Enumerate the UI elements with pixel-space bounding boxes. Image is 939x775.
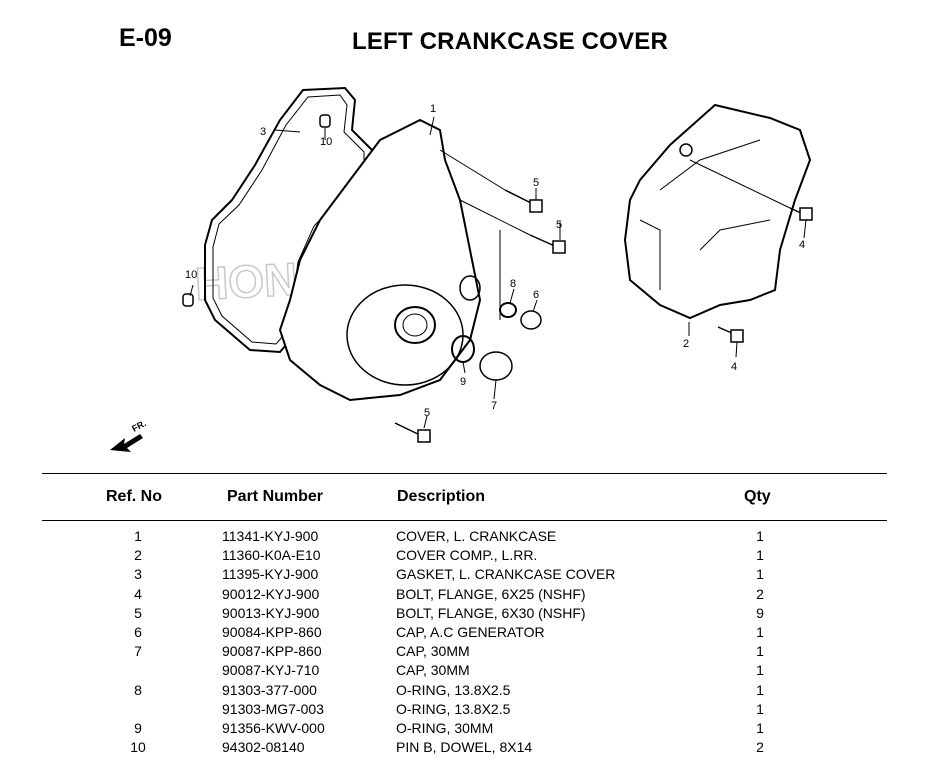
header-qty: Qty [744, 488, 771, 505]
table-row: 7 90087-KPP-860 CAP, 30MM 1 [0, 642, 939, 661]
header-description: Description [397, 488, 486, 505]
svg-text:1: 1 [430, 103, 436, 115]
ref-cell: 8 [134, 681, 142, 698]
svg-text:5: 5 [556, 219, 562, 231]
description-cell: O-RING, 30MM [396, 719, 494, 736]
table-row: 8 91303-377-000 O-RING, 13.8X2.5 1 [0, 681, 939, 700]
part-number-cell: 90012-KYJ-900 [222, 585, 320, 602]
qty-cell: 1 [756, 719, 764, 736]
description-cell: CAP, 30MM [396, 662, 470, 679]
ref-cell: 2 [134, 547, 142, 564]
description-cell: COVER COMP., L.RR. [396, 547, 538, 564]
ref-cell: 10 [130, 739, 146, 756]
description-cell: O-RING, 13.8X2.5 [396, 681, 511, 698]
description-cell: CAP, A.C GENERATOR [396, 623, 545, 640]
parts-table-body: 1 11341-KYJ-900 COVER, L. CRANKCASE 1 2 … [0, 527, 939, 757]
part-number-cell: 91356-KWV-000 [222, 719, 325, 736]
table-row: 1 11341-KYJ-900 COVER, L. CRANKCASE 1 [0, 527, 939, 546]
svg-text:4: 4 [799, 239, 805, 251]
description-cell: O-RING, 13.8X2.5 [396, 700, 511, 717]
qty-cell: 1 [756, 623, 764, 640]
svg-text:10: 10 [185, 269, 197, 281]
qty-cell: 1 [756, 566, 764, 583]
svg-text:10: 10 [320, 136, 332, 148]
svg-text:9: 9 [460, 376, 466, 388]
header-part-number: Part Number [227, 488, 324, 505]
qty-cell: 1 [756, 662, 764, 679]
table-top-rule [42, 473, 887, 474]
part-number-cell: 90087-KPP-860 [222, 643, 322, 660]
ref-cell: 7 [134, 643, 142, 660]
description-cell: COVER, L. CRANKCASE [396, 528, 557, 544]
page-title: LEFT CRANKCASE COVER [351, 28, 668, 55]
qty-cell: 2 [756, 585, 764, 602]
exploded-parts-diagram: HONDA [110, 86, 813, 452]
front-direction-arrow: FR. [110, 418, 148, 452]
part-number-cell: 11341-KYJ-900 [222, 528, 319, 544]
description-cell: CAP, 30MM [396, 643, 470, 660]
header-ref: Ref. No [106, 488, 162, 505]
table-row: 90087-KYJ-710 CAP, 30MM 1 [0, 661, 939, 680]
rear-cover [623, 103, 812, 320]
part-number-cell: 90084-KPP-860 [222, 623, 322, 640]
ref-cell: 1 [134, 528, 142, 544]
qty-cell: 1 [756, 681, 764, 698]
svg-text:2: 2 [683, 338, 689, 350]
part-number-cell: 91303-MG7-003 [222, 700, 324, 717]
header-bottom-rule [42, 520, 887, 521]
ref-cell: 4 [134, 585, 142, 602]
part-number-cell: 91303-377-000 [222, 681, 317, 698]
svg-text:7: 7 [491, 400, 497, 412]
description-cell: BOLT, FLANGE, 6X30 (NSHF) [396, 604, 586, 621]
part-number-cell: 11395-KYJ-900 [222, 566, 319, 583]
ref-cell: 6 [134, 623, 142, 640]
svg-text:5: 5 [424, 407, 430, 419]
part-number-cell: 94302-08140 [222, 739, 305, 756]
table-row: 91303-MG7-003 O-RING, 13.8X2.5 1 [0, 700, 939, 719]
description-cell: PIN B, DOWEL, 8X14 [396, 739, 533, 756]
part-number-cell: 90013-KYJ-900 [222, 604, 320, 621]
svg-text:6: 6 [533, 289, 539, 301]
table-row: 9 91356-KWV-000 O-RING, 30MM 1 [0, 719, 939, 738]
table-row: 6 90084-KPP-860 CAP, A.C GENERATOR 1 [0, 623, 939, 642]
table-row: 2 11360-K0A-E10 COVER COMP., L.RR. 1 [0, 546, 939, 565]
part-number-cell: 90087-KYJ-710 [222, 662, 320, 679]
qty-cell: 2 [756, 739, 764, 756]
svg-text:4: 4 [731, 361, 737, 373]
qty-cell: 1 [756, 700, 764, 717]
diagram-code: E-09 [119, 24, 172, 52]
table-row: 5 90013-KYJ-900 BOLT, FLANGE, 6X30 (NSHF… [0, 604, 939, 623]
svg-text:3: 3 [260, 126, 266, 138]
qty-cell: 1 [756, 528, 764, 544]
ref-cell: 9 [134, 719, 142, 736]
svg-text:5: 5 [533, 177, 539, 189]
ref-cell: 3 [134, 566, 142, 583]
table-row: 3 11395-KYJ-900 GASKET, L. CRANKCASE COV… [0, 565, 939, 584]
qty-cell: 1 [756, 643, 764, 660]
qty-cell: 9 [756, 604, 764, 621]
ref-cell: 5 [134, 604, 142, 621]
description-cell: GASKET, L. CRANKCASE COVER [396, 566, 616, 583]
table-row: 4 90012-KYJ-900 BOLT, FLANGE, 6X25 (NSHF… [0, 585, 939, 604]
qty-cell: 1 [756, 547, 764, 564]
svg-text:8: 8 [510, 278, 516, 290]
part-number-cell: 11360-K0A-E10 [222, 547, 321, 564]
front-label: FR. [130, 418, 147, 434]
table-row: 10 94302-08140 PIN B, DOWEL, 8X14 2 [0, 738, 939, 757]
crankcase-cover [278, 118, 482, 402]
description-cell: BOLT, FLANGE, 6X25 (NSHF) [396, 585, 586, 602]
